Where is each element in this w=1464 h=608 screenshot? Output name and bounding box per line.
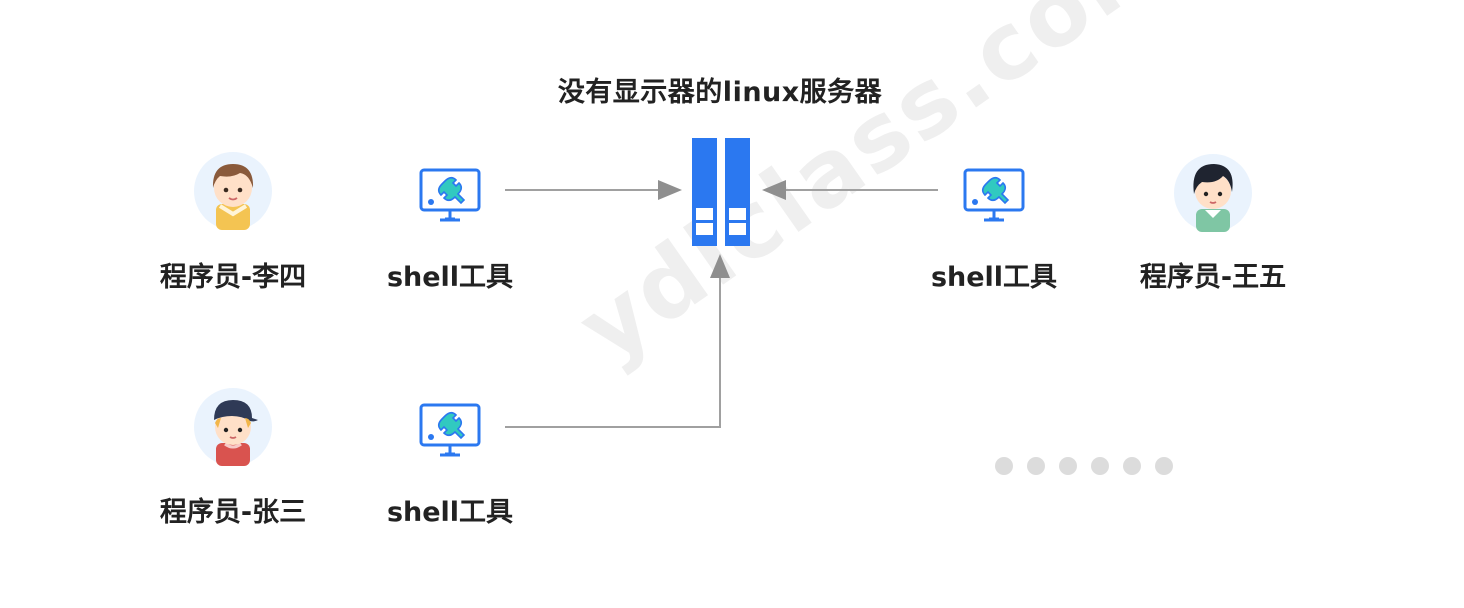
label-lisi: 程序员-李四 — [159, 262, 307, 293]
ellipsis-dot — [1027, 457, 1045, 475]
monitor-wrench-icon — [419, 168, 481, 222]
arrow-tool3-to-server — [505, 254, 730, 428]
monitor-wrench-icon — [963, 168, 1025, 222]
label-tool3: shell工具 — [386, 497, 514, 528]
monitor-wrench-icon — [419, 403, 481, 457]
server-icon — [692, 138, 750, 246]
ellipsis-dot — [1059, 457, 1077, 475]
ellipsis-dot — [1155, 457, 1173, 475]
label-tool2: shell工具 — [930, 262, 1058, 293]
avatar-zhangsan — [194, 388, 272, 466]
avatar-lisi — [194, 152, 272, 230]
ellipsis-dot — [1123, 457, 1141, 475]
ellipsis-dot — [1091, 457, 1109, 475]
avatar-wangwu — [1174, 154, 1252, 232]
label-zhangsan: 程序员-张三 — [159, 497, 307, 528]
more-ellipsis — [995, 457, 1173, 475]
ellipsis-dot — [995, 457, 1013, 475]
label-tool1: shell工具 — [386, 262, 514, 293]
diagram-title: 没有显示器的linux服务器 — [557, 77, 883, 108]
label-wangwu: 程序员-王五 — [1139, 262, 1287, 293]
